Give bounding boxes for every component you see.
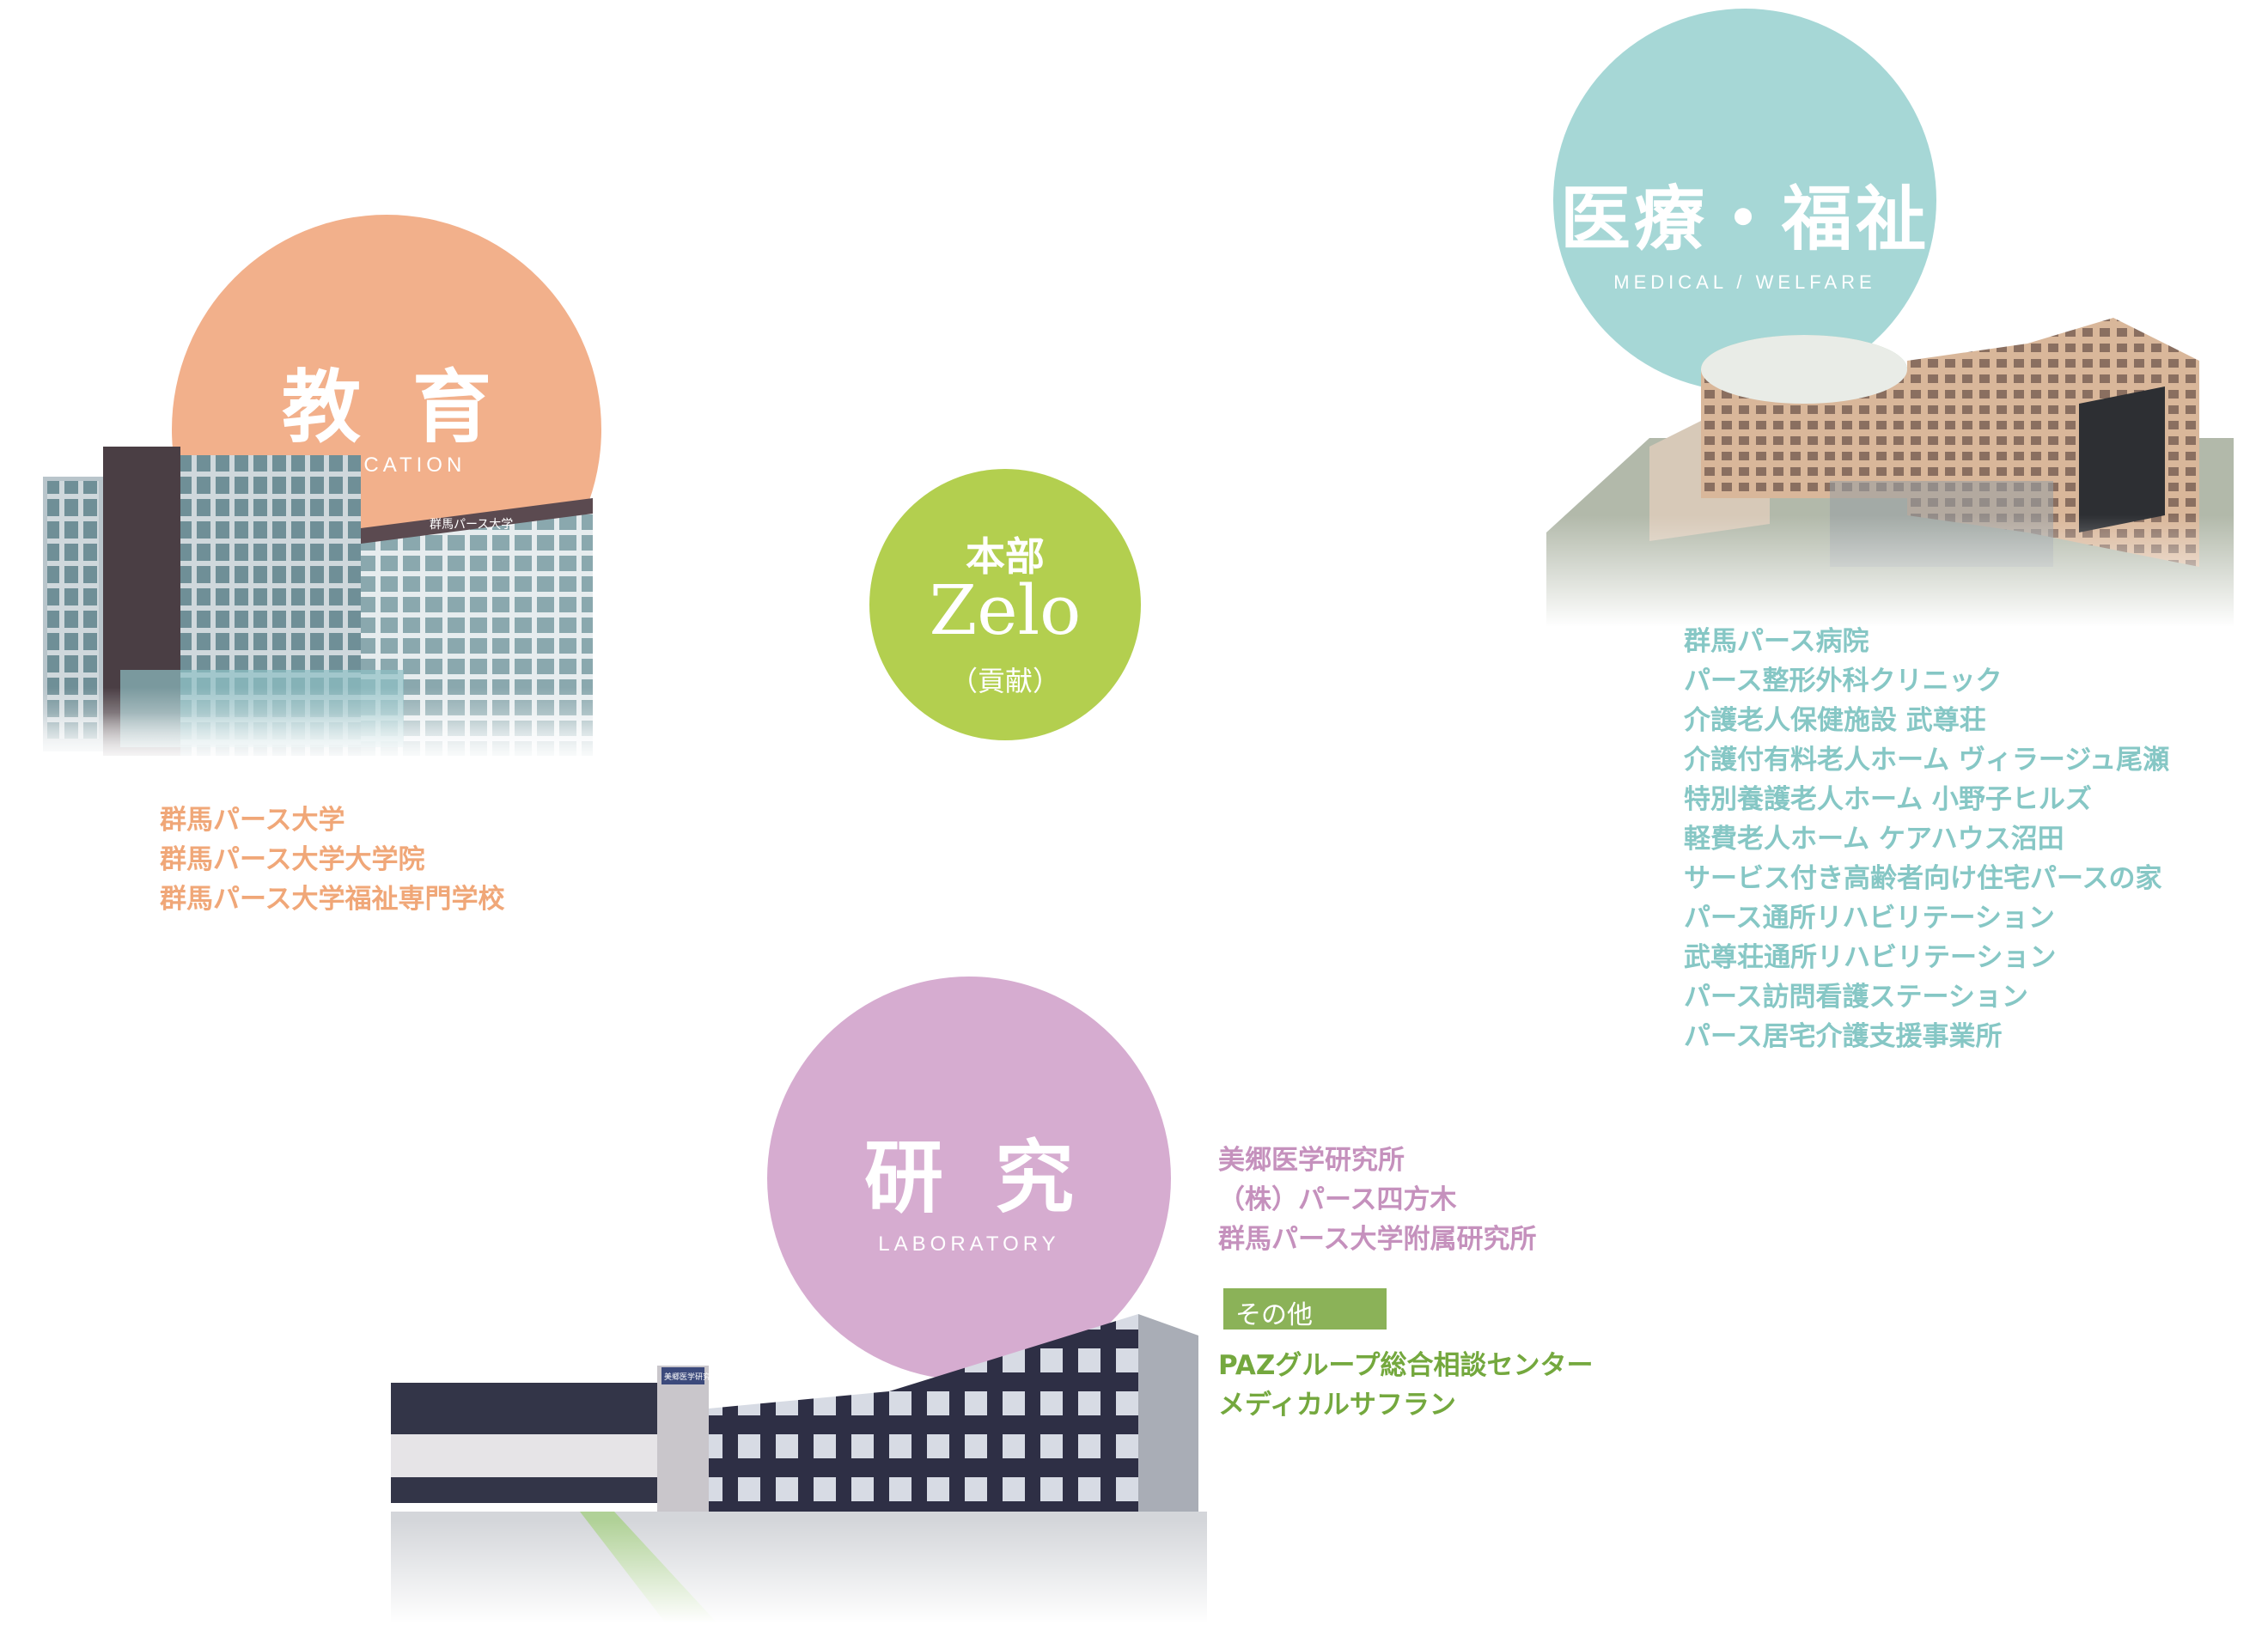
- medical-list: 群馬パース病院 パース整形外科クリニック 介護老人保健施設 武尊荘 介護付有料老…: [1684, 622, 2169, 1056]
- education-building-illustration: 群馬パース大学: [43, 447, 610, 773]
- medical-item[interactable]: 群馬パース病院: [1684, 626, 1869, 657]
- research-item[interactable]: （株）パース四方木: [1218, 1184, 1457, 1215]
- other-item[interactable]: PAZグループ総合相談センター: [1218, 1350, 1594, 1381]
- research-building-sign: 美郷医学研究所: [664, 1372, 718, 1382]
- research-item[interactable]: 美郷医学研究所: [1218, 1145, 1405, 1176]
- other-item[interactable]: メディカルサフラン: [1218, 1390, 1456, 1421]
- education-list: 群馬パース大学 群馬パース大学大学院 群馬パース大学福祉専門学校: [160, 800, 504, 919]
- education-item[interactable]: 群馬パース大学福祉専門学校: [160, 884, 505, 915]
- medical-circle: 医療・福祉 MEDICAL / WELFARE: [1553, 9, 1936, 392]
- medical-item[interactable]: 介護老人保健施設 武尊荘: [1684, 705, 1986, 736]
- medical-building-photo: [1546, 309, 2234, 627]
- headquarters-meaning: （貢献）: [949, 665, 1060, 697]
- headquarters-circle[interactable]: 本部 Zelo （貢献）: [869, 469, 1141, 740]
- medical-item[interactable]: 介護付有料老人ホーム ヴィラージュ尾瀬: [1684, 745, 2170, 776]
- medical-item[interactable]: パース訪問看護ステーション: [1684, 982, 2028, 1013]
- education-item[interactable]: 群馬パース大学: [160, 805, 345, 836]
- education-title: 教育: [281, 362, 543, 453]
- research-subtitle: LABORATORY: [878, 1232, 1060, 1256]
- medical-item[interactable]: パース通所リハビリテーション: [1684, 903, 2055, 934]
- research-circle: 研究 LABORATORY: [767, 977, 1171, 1380]
- research-title: 研究: [863, 1132, 1125, 1224]
- medical-title: 医療・福祉: [1559, 179, 1930, 260]
- medical-item[interactable]: 武尊荘通所リハビリテーション: [1684, 942, 2057, 973]
- medical-building-illustration: [1546, 318, 2234, 627]
- medical-item[interactable]: パース整形外科クリニック: [1684, 666, 2003, 697]
- medical-item[interactable]: サービス付き高齢者向け住宅パースの家: [1684, 863, 2162, 894]
- education-item[interactable]: 群馬パース大学大学院: [160, 844, 425, 875]
- medical-item[interactable]: 軽費老人ホーム ケアハウス沼田: [1684, 824, 2064, 855]
- medical-item[interactable]: 特別養護老人ホーム 小野子ヒルズ: [1684, 784, 2092, 815]
- education-building-photo: 群馬パース大学: [43, 429, 610, 773]
- research-item[interactable]: 群馬パース大学附属研究所: [1218, 1224, 1537, 1255]
- other-list: PAZグループ総合相談センター メディカルサフラン: [1218, 1346, 1593, 1425]
- headquarters-name: Zelo: [929, 570, 1082, 650]
- education-building-sign: 群馬パース大学: [430, 518, 513, 532]
- other-label-badge: その他: [1223, 1288, 1387, 1330]
- research-building-illustration: 美郷医学研究所: [391, 1314, 1207, 1623]
- research-building-photo: 美郷医学研究所: [391, 1297, 1207, 1623]
- research-list: 美郷医学研究所 （株）パース四方木 群馬パース大学附属研究所: [1218, 1141, 1536, 1259]
- headquarters-label: 本部: [966, 533, 1045, 580]
- medical-item[interactable]: パース居宅介護支援事業所: [1684, 1021, 2003, 1052]
- other-label: その他: [1235, 1300, 1313, 1330]
- medical-subtitle: MEDICAL / WELFARE: [1613, 271, 1876, 293]
